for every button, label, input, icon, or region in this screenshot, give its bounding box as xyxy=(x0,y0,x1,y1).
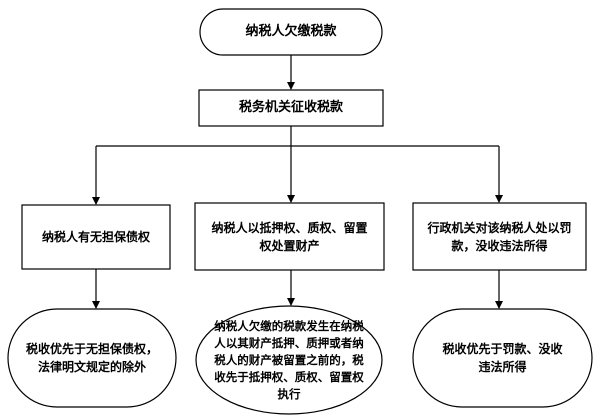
node-branch1-shape xyxy=(21,204,171,270)
node-result3-shape xyxy=(412,308,593,408)
node-collect-label: 税务机关征收税款 xyxy=(238,100,343,115)
node-branch1-label: 纳税人有无担保债权 xyxy=(41,230,150,244)
node-branch2-shape xyxy=(194,202,385,271)
node-result2-label: 纳税人欠缴的税款发生在纳税人以其财产抵押、质押或者纳税人的财产被留置之前的，税收… xyxy=(214,318,364,401)
node-branch3-label: 行政机关对该纳税人处以罚款，没收违法所得 xyxy=(427,220,572,253)
node-collect-shape xyxy=(198,89,384,127)
node-start-label: 纳税人欠缴税款 xyxy=(245,24,337,39)
node-result2-shape xyxy=(195,305,383,415)
node-result1-label: 税收优先于无担保债权，法律明文规定的除外 xyxy=(26,342,159,374)
node-result1-shape xyxy=(7,308,177,408)
node-branch2-label: 纳税人以抵押权、质权、留置权处置财产 xyxy=(211,220,368,253)
node-result3-label: 税收优先于罚款、没收违法所得 xyxy=(442,342,563,374)
